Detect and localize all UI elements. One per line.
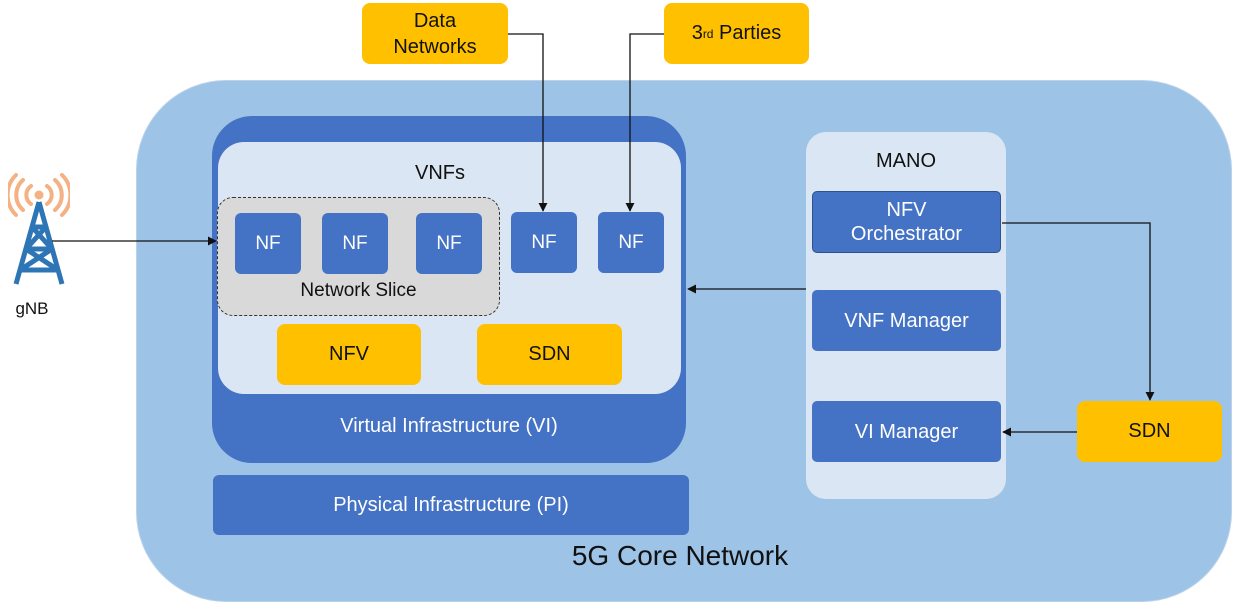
arrow-data-networks-to-nf: [508, 33, 548, 212]
arrow-orchestrator-to-sdn: [1002, 222, 1155, 401]
slice-nf-1: NF: [235, 213, 301, 274]
third-parties-label: Parties: [713, 22, 782, 44]
physical-infrastructure: Physical Infrastructure (PI): [213, 475, 689, 535]
data-networks-box: Data Networks: [362, 3, 508, 64]
arrow-third-parties-to-nf: [625, 33, 664, 212]
mano-label: MANO: [876, 149, 936, 172]
nf-third-parties: NF: [598, 212, 664, 273]
third-parties-superscript: rd: [702, 26, 714, 41]
nfv-orchestrator: NFV Orchestrator: [812, 191, 1001, 253]
slice-nf-3: NF: [416, 213, 482, 274]
core-network-label: 5G Core Network: [571, 540, 789, 571]
vi-manager: VI Manager: [812, 401, 1001, 462]
sdn-box-external: SDN: [1077, 401, 1222, 462]
gnb-label: gNB: [15, 299, 49, 318]
virtual-infrastructure-label: Virtual Infrastructure (VI): [340, 414, 558, 437]
slice-nf-2: NF: [322, 213, 388, 274]
third-parties-base: 3: [691, 22, 703, 44]
antenna-tower-icon: [8, 173, 70, 285]
vnf-manager: VNF Manager: [812, 290, 1001, 351]
nfv-box: NFV: [277, 324, 421, 385]
sdn-box-internal: SDN: [477, 324, 622, 385]
nf-data-networks: NF: [511, 212, 577, 273]
network-slice-label: Network Slice: [300, 280, 417, 301]
vnfs-label: VNFs: [415, 161, 465, 184]
